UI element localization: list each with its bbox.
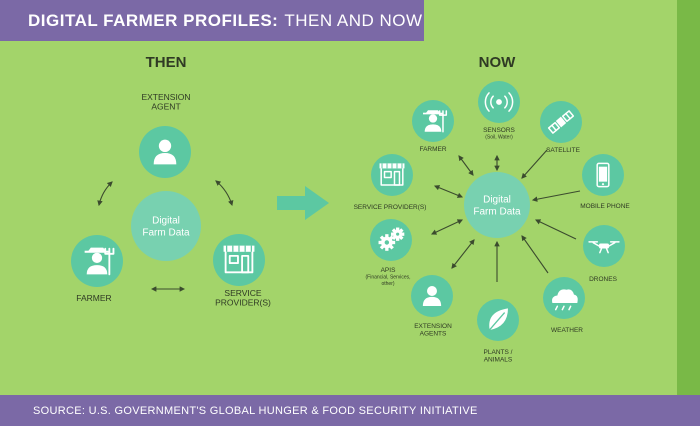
now-satellite-label: SATELLITE [546,147,581,154]
now-arrow-farmer [458,155,474,176]
now-drones-node [583,225,625,267]
now-mobile-phone-node [582,154,624,196]
now-arrow-extension-agents [451,239,475,269]
now-extension-agents-node-circle [411,275,453,317]
now-service-providers-node-circle [371,154,413,196]
leaf-icon [487,308,508,333]
now-arrow-service-providers [433,185,464,198]
now-plants-animals-node [477,299,519,341]
now-apis-label: APIS(Financial, Services,other) [365,267,410,287]
footer-source: SOURCE: U.S. GOVERNMENT'S GLOBAL HUNGER … [0,395,700,426]
now-arrow-apis [431,219,463,235]
then-farmer-label: FARMER [76,293,111,303]
weather-icon [552,289,578,311]
farmer-icon [84,247,115,276]
now-service-providers-label: SERVICE PROVIDER(S) [354,204,427,211]
now-sensors-label: SENSORS(Soil, Water) [483,127,515,141]
title-bar: DIGITAL FARMER PROFILES: THEN AND NOW [0,0,424,41]
now-heading: NOW [479,54,517,71]
drone-icon [588,241,620,254]
storefront-icon [223,245,255,274]
then-heading: THEN [146,54,187,71]
then-service-provider-node [213,234,265,286]
farmer-icon [423,110,448,133]
then-connectors [97,180,234,292]
sensor-icon [484,92,514,112]
title-rest: THEN AND NOW [284,10,423,30]
satellite-icon [547,110,575,134]
then-arrow-agent-provider [215,180,234,207]
person-icon [422,286,442,306]
now-weather-node [543,277,585,319]
mobile-phone-icon [596,162,610,188]
right-edge-strip [677,0,700,426]
title-bold: DIGITAL FARMER PROFILES: [28,10,279,30]
then-arrow-agent-farmer [97,181,113,207]
person-icon [153,139,177,165]
then-service-provider-node-circle [213,234,265,286]
now-extension-agents-node [411,275,453,317]
now-satellite-node [540,101,582,143]
now-farmer-label: FARMER [419,146,446,153]
now-farmer-node [412,100,454,142]
now-weather-label: WEATHER [551,327,583,334]
now-arrow-mobile-phone [531,190,581,202]
then-extension-agent-node [139,126,191,178]
now-arrow-weather [521,235,549,274]
now-sensors-node [478,81,520,123]
now-connectors [431,149,581,282]
now-mobile-phone-label: MOBILE PHONE [580,203,630,210]
now-plants-animals-label: PLANTS /ANIMALS [484,349,513,364]
now-arrow-satellite [521,149,548,179]
then-farmer-node [71,235,123,287]
now-drones-label: DRONES [589,276,617,283]
now-service-providers-node [371,154,413,196]
now-apis-node [370,219,412,261]
storefront-icon [379,163,405,186]
now-arrow-drones [535,219,577,240]
gears-icon [378,227,405,251]
transition-arrow [277,186,329,220]
